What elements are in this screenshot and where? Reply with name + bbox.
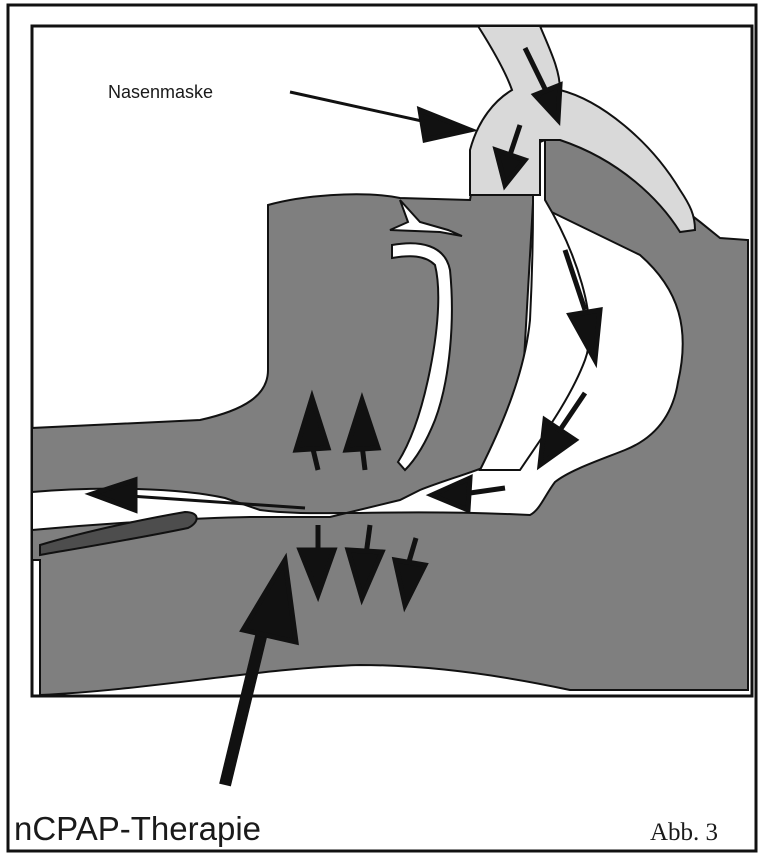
nasenmaske-label: Nasenmaske	[108, 82, 213, 102]
therapy-label: nCPAP-Therapie	[14, 810, 261, 847]
figure-label: Abb. 3	[650, 819, 718, 846]
